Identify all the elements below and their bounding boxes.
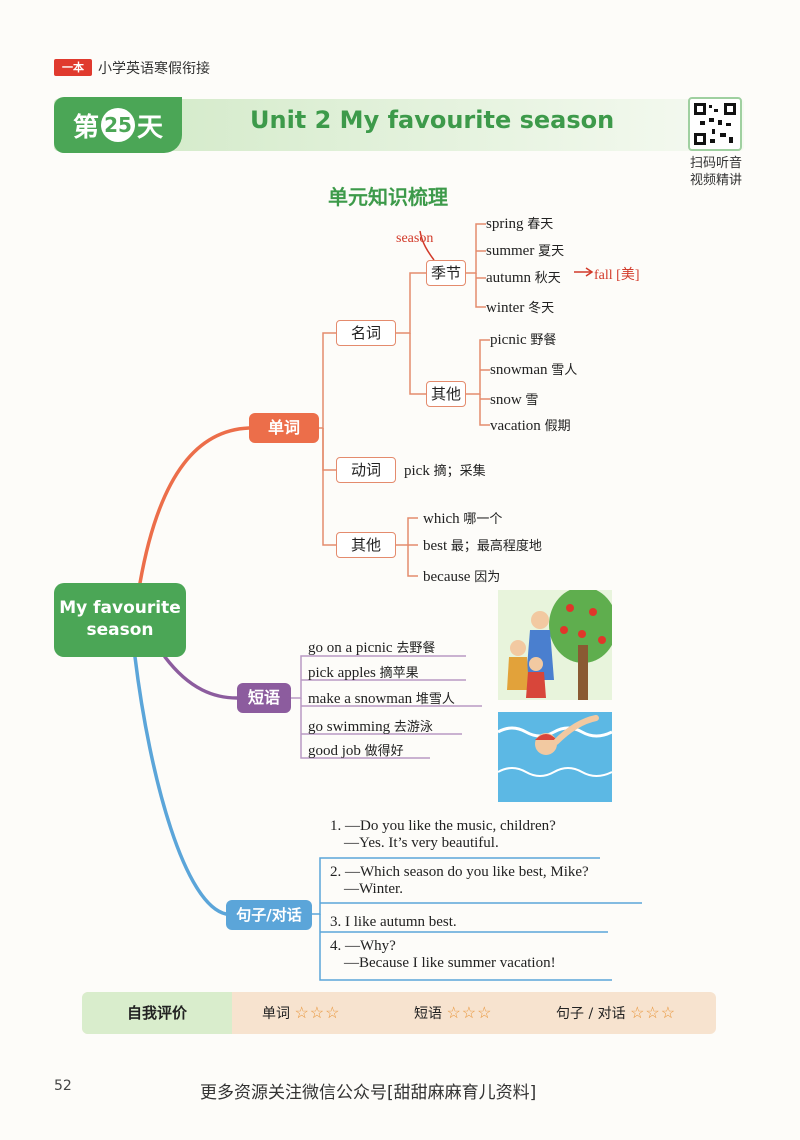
day-prefix: 第 bbox=[72, 112, 99, 143]
subcategory-other: 其他 bbox=[426, 381, 466, 407]
qr-code-icon[interactable] bbox=[688, 97, 742, 151]
day-number: 25 bbox=[101, 108, 135, 142]
word-snowman: snowman 雪人 bbox=[490, 362, 578, 378]
phrase-snowman: make a snowman 堆雪人 bbox=[308, 691, 455, 707]
word-best: best 最；最高程度地 bbox=[423, 538, 542, 554]
phrase-pick-apples: pick apples 摘苹果 bbox=[308, 665, 419, 681]
sentence-2: 2. —Which season do you like best, Mike?… bbox=[330, 864, 589, 897]
day-suffix: 天 bbox=[137, 112, 164, 143]
unit-title: Unit 2 My favourite season bbox=[250, 106, 615, 134]
swimming-illustration bbox=[498, 712, 612, 802]
footer-note: 更多资源关注微信公众号[甜甜麻麻育儿资料] bbox=[200, 1083, 537, 1103]
word-because: because 因为 bbox=[423, 569, 501, 585]
sentence-4: 4. —Why? —Because I like summer vacation… bbox=[330, 938, 556, 971]
phrase-swimming: go swimming 去游泳 bbox=[308, 719, 433, 735]
branch-phrases: 短语 bbox=[237, 683, 291, 713]
qr-label: 扫码听音 视频精讲 bbox=[689, 156, 742, 188]
section-title: 单元知识梳理 bbox=[328, 185, 448, 209]
word-vacation: vacation 假期 bbox=[490, 418, 571, 434]
subcategory-season: 季节 bbox=[426, 260, 466, 286]
star-rating-icon[interactable]: ☆☆☆ bbox=[630, 1003, 677, 1022]
phrase-good-job: good job 做得好 bbox=[308, 743, 404, 759]
category-others: 其他 bbox=[336, 532, 396, 558]
eval-words: 单词 ☆☆☆ bbox=[262, 1003, 341, 1022]
star-rating-icon[interactable]: ☆☆☆ bbox=[294, 1003, 341, 1022]
sentence-3: 3. I like autumn best. bbox=[330, 914, 457, 930]
page-number: 52 bbox=[54, 1078, 72, 1094]
mindmap-root: My favourite season bbox=[54, 583, 186, 657]
phrase-picnic: go on a picnic 去野餐 bbox=[308, 640, 436, 656]
word-autumn: autumn 秋天 bbox=[486, 270, 561, 286]
word-spring: spring 春天 bbox=[486, 216, 554, 232]
sentence-1: 1. —Do you like the music, children? —Ye… bbox=[330, 818, 556, 851]
star-rating-icon[interactable]: ☆☆☆ bbox=[446, 1003, 493, 1022]
word-pick: pick 摘；采集 bbox=[404, 463, 486, 479]
eval-sentences: 句子 / 对话 ☆☆☆ bbox=[556, 1003, 677, 1022]
word-winter: winter 冬天 bbox=[486, 300, 555, 316]
apple-picking-illustration bbox=[498, 590, 612, 700]
series-title: 小学英语寒假衔接 bbox=[98, 61, 210, 77]
eval-phrases: 短语 ☆☆☆ bbox=[414, 1003, 493, 1022]
word-snow: snow 雪 bbox=[490, 392, 539, 408]
autumn-note: fall [美] bbox=[594, 268, 640, 283]
brand-badge: 一本 bbox=[54, 59, 92, 76]
word-picnic: picnic 野餐 bbox=[490, 332, 557, 348]
word-which: which 哪一个 bbox=[423, 511, 503, 527]
category-nouns: 名词 bbox=[336, 320, 396, 346]
branch-sentences: 句子/对话 bbox=[226, 900, 312, 930]
self-evaluation-title: 自我评价 bbox=[82, 992, 232, 1034]
season-annotation: season bbox=[396, 231, 434, 246]
word-summer: summer 夏天 bbox=[486, 243, 565, 259]
branch-words: 单词 bbox=[249, 413, 319, 443]
day-tag: 第 25 天 bbox=[54, 97, 182, 153]
category-verbs: 动词 bbox=[336, 457, 396, 483]
